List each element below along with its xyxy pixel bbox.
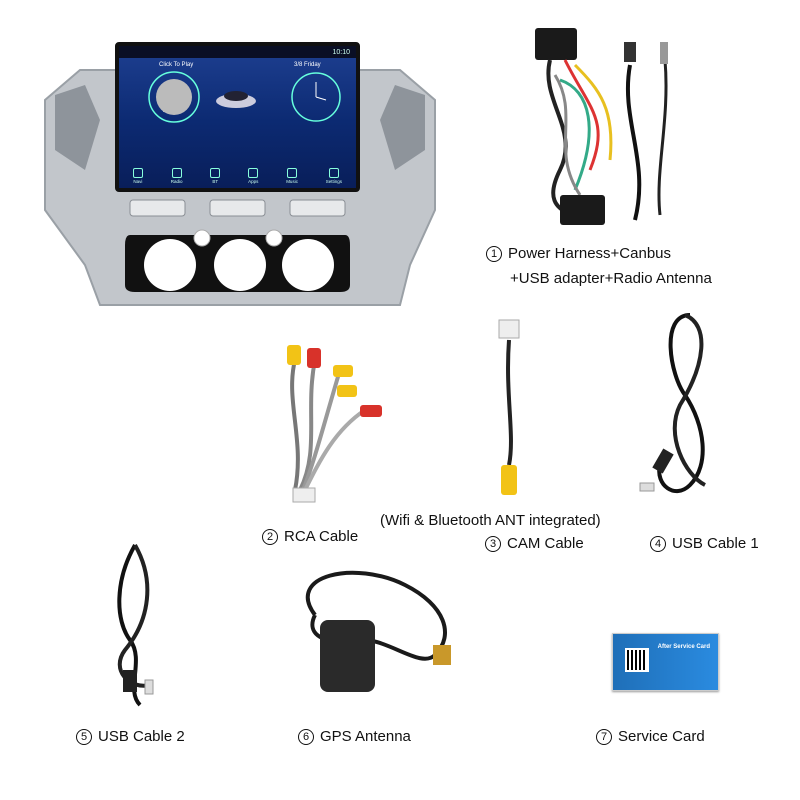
bluetooth-icon (210, 168, 221, 178)
item-3-number: 3 (485, 535, 501, 552)
dock-item-apps[interactable]: Apps (248, 168, 258, 184)
qr-code-icon (625, 648, 649, 672)
navi-icon (132, 168, 143, 178)
usb-cable-2-image (117, 544, 154, 707)
radio-icon (171, 168, 182, 178)
music-icon (287, 168, 298, 178)
item-7-label: 7 Service Card (596, 728, 705, 745)
date-label: 3/8 Friday (294, 62, 321, 68)
screen-status-bar: 10:10 (119, 46, 356, 58)
apps-icon (248, 168, 259, 178)
item-1-number: 1 (486, 245, 502, 262)
item-5-label: 5 USB Cable 2 (76, 728, 185, 745)
rca-cable-image (287, 345, 382, 503)
clock-text: 10:10 (332, 48, 350, 56)
item-2-number: 2 (262, 528, 278, 545)
app-dock: Navi Radio BT Apps Music Settings (119, 168, 356, 184)
item-5-number: 5 (76, 728, 92, 745)
wifi-bt-note: (Wifi & Bluetooth ANT integrated) (380, 512, 601, 529)
dock-item-music[interactable]: Music (286, 168, 298, 184)
album-art-icon[interactable] (147, 70, 202, 125)
item-2-label: 2 RCA Cable (262, 528, 358, 545)
item-4-label: 4 USB Cable 1 (650, 535, 759, 552)
item-6-number: 6 (298, 728, 314, 745)
car-icon (216, 91, 256, 108)
item-6-label: 6 GPS Antenna (298, 728, 411, 745)
item-1-label-line2: +USB adapter+Radio Antenna (510, 270, 712, 287)
dock-item-settings[interactable]: Settings (326, 168, 342, 184)
dock-item-bt[interactable]: BT (210, 168, 221, 184)
cam-cable-image (498, 319, 520, 495)
dock-item-navi[interactable]: Navi (132, 168, 143, 184)
item-7-number: 7 (596, 728, 612, 745)
music-widget-label[interactable]: Click To Play (159, 62, 194, 68)
usb-cable-1-image (639, 313, 707, 493)
settings-icon (328, 168, 339, 178)
item-4-number: 4 (650, 535, 666, 552)
item-1-label: 1 Power Harness+Canbus (486, 245, 671, 262)
service-card-image: After Service Card (612, 633, 719, 691)
clock-widget-icon[interactable] (289, 70, 344, 125)
item-3-label: 3 CAM Cable (485, 535, 584, 552)
gps-antenna-image (305, 570, 451, 692)
power-harness-image (535, 28, 668, 225)
service-card-title: After Service Card (657, 644, 710, 650)
head-unit-screen[interactable]: 10:10 Click To Play ADELE 3/8 Friday Nav… (115, 42, 360, 192)
dock-item-radio[interactable]: Radio (171, 168, 182, 184)
